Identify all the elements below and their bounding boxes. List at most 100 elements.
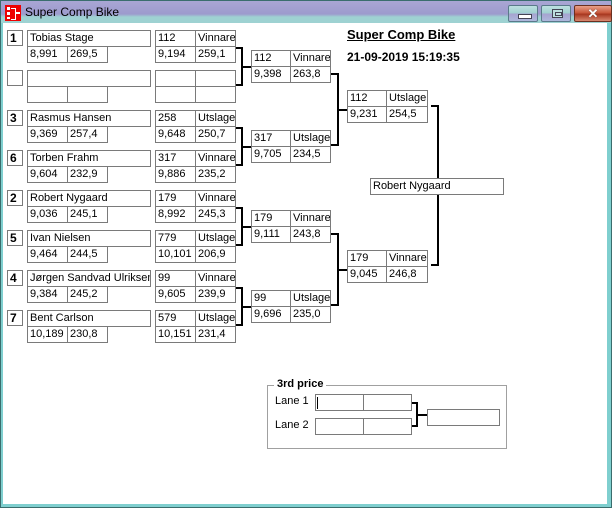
heat-time-field[interactable]: 8,992 [155,206,196,223]
maximize-button[interactable] [541,5,571,22]
result-field[interactable] [195,70,236,87]
r2-time-field[interactable]: 9,696 [251,306,291,323]
heat-speed-field[interactable]: 259,1 [195,46,236,63]
speed-field[interactable]: 257,4 [67,126,108,143]
reaction-time-field[interactable]: 10,189 [27,326,68,343]
r2-result-field[interactable]: Vinnare [290,50,331,67]
r2-time-field[interactable]: 9,398 [251,66,291,83]
sf-time-field[interactable]: 9,231 [347,106,387,123]
sf-result-field[interactable]: Vinnare [386,250,428,267]
result-field[interactable]: Vinnare [195,30,236,47]
bike-number-field[interactable]: 179 [155,190,196,207]
heat-speed-field[interactable]: 239,9 [195,286,236,303]
speed-field[interactable]: 230,8 [67,326,108,343]
bike-number-field[interactable]: 317 [155,150,196,167]
speed-field[interactable]: 245,1 [67,206,108,223]
reaction-time-field[interactable]: 9,036 [27,206,68,223]
sf-bike-number-field[interactable]: 179 [347,250,387,267]
racer-name-field[interactable]: Tobias Stage [27,30,151,47]
result-field[interactable]: Utslager [195,310,236,327]
heat-time-field[interactable]: 10,101 [155,246,196,263]
lane1-field-a[interactable] [315,394,364,411]
heat-speed-field[interactable]: 250,7 [195,126,236,143]
lane1-field-b[interactable] [363,394,412,411]
bike-number-field[interactable]: 779 [155,230,196,247]
seed-number: 7 [7,310,23,326]
racer-name-field[interactable]: Jørgen Sandvad Ulriksen [27,270,151,287]
speed-field[interactable]: 232,9 [67,166,108,183]
speed-field[interactable]: 269,5 [67,46,108,63]
bike-number-field[interactable]: 258 [155,110,196,127]
sf-result-field[interactable]: Utslager [386,90,428,107]
r2-speed-field[interactable]: 243,8 [290,226,331,243]
final-winner-field[interactable]: Robert Nygaard [370,178,504,195]
sf-speed-field[interactable]: 246,8 [386,266,428,283]
reaction-time-field[interactable]: 8,991 [27,46,68,63]
bike-number-field[interactable]: 99 [155,270,196,287]
heat-speed-field[interactable]: 231,4 [195,326,236,343]
reaction-time-field[interactable]: 9,464 [27,246,68,263]
racer-name-field[interactable]: Robert Nygaard [27,190,151,207]
r2-time-field[interactable]: 9,111 [251,226,291,243]
result-field[interactable]: Utslager [195,110,236,127]
close-button[interactable]: ✕ [574,5,612,22]
heat-time-field[interactable]: 9,605 [155,286,196,303]
heat-time-field[interactable] [155,86,196,103]
heat-time-field[interactable]: 10,151 [155,326,196,343]
r2-result-field[interactable]: Utslager [290,290,331,307]
result-field[interactable]: Vinnare [195,190,236,207]
r2-speed-field[interactable]: 263,8 [290,66,331,83]
seed-number: 4 [7,270,23,286]
speed-field[interactable] [67,86,108,103]
racer-name-field[interactable]: Torben Frahm [27,150,151,167]
sf-speed-field[interactable]: 254,5 [386,106,428,123]
r2-speed-field[interactable]: 235,0 [290,306,331,323]
third-place-bracket [412,402,418,427]
r2-time-field[interactable]: 9,705 [251,146,291,163]
result-field[interactable]: Vinnare [195,270,236,287]
bike-number-field[interactable]: 579 [155,310,196,327]
racer-name-field[interactable]: Bent Carlson [27,310,151,327]
heat-speed-field[interactable] [195,86,236,103]
speed-field[interactable]: 245,2 [67,286,108,303]
window-border-left [1,23,3,507]
reaction-time-field[interactable]: 9,384 [27,286,68,303]
app-icon[interactable] [5,5,21,21]
speed-field[interactable]: 244,5 [67,246,108,263]
r1-bracket-stub [243,306,251,308]
sf-time-field[interactable]: 9,045 [347,266,387,283]
heat-time-field[interactable]: 9,648 [155,126,196,143]
heat-time-field[interactable]: 9,194 [155,46,196,63]
r2-bike-number-field[interactable]: 179 [251,210,291,227]
r1-bracket [236,287,243,326]
result-field[interactable]: Utslager [195,230,236,247]
racer-name-field[interactable] [27,70,151,87]
r2-bike-number-field[interactable]: 112 [251,50,291,67]
heat-speed-field[interactable]: 245,3 [195,206,236,223]
reaction-time-field[interactable] [27,86,68,103]
r2-bike-number-field[interactable]: 99 [251,290,291,307]
r1-bracket [236,207,243,246]
reaction-time-field[interactable]: 9,369 [27,126,68,143]
racer-name-field[interactable]: Ivan Nielsen [27,230,151,247]
bike-number-field[interactable] [155,70,196,87]
bike-number-field[interactable]: 112 [155,30,196,47]
minimize-button[interactable] [508,5,538,22]
heat-time-field[interactable]: 9,886 [155,166,196,183]
third-place-winner-field[interactable] [427,409,500,426]
r2-bike-number-field[interactable]: 317 [251,130,291,147]
sf-bike-number-field[interactable]: 112 [347,90,387,107]
lane2-field-a[interactable] [315,418,364,435]
r2-result-field[interactable]: Vinnare [290,210,331,227]
seed-number: 1 [7,30,23,46]
title-bar[interactable]: Super Comp Bike ✕ [1,1,612,23]
r2-result-field[interactable]: Utslager [290,130,331,147]
seed-number: 5 [7,230,23,246]
heat-speed-field[interactable]: 235,2 [195,166,236,183]
result-field[interactable]: Vinnare [195,150,236,167]
r2-speed-field[interactable]: 234,5 [290,146,331,163]
heat-speed-field[interactable]: 206,9 [195,246,236,263]
racer-name-field[interactable]: Rasmus Hansen [27,110,151,127]
lane2-field-b[interactable] [363,418,412,435]
reaction-time-field[interactable]: 9,604 [27,166,68,183]
